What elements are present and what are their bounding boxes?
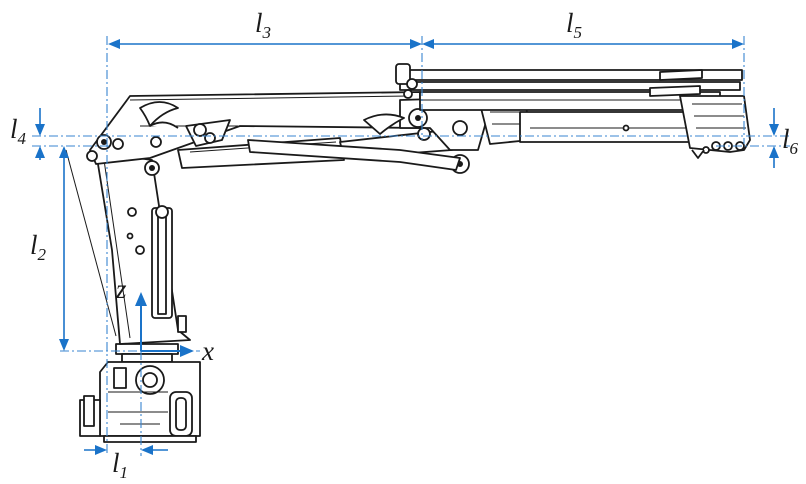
inner-boom xyxy=(86,91,421,176)
dimension-l1 xyxy=(84,445,168,455)
crane-base xyxy=(79,343,201,443)
z-axis-arrow xyxy=(135,292,147,306)
x-axis-arrow xyxy=(180,345,194,357)
dimension-l5 xyxy=(422,39,744,49)
label-l1: l1 xyxy=(112,448,128,482)
axis-label-z: z xyxy=(115,274,127,304)
label-l3: l3 xyxy=(255,8,271,42)
boom-tip xyxy=(679,95,751,159)
label-l5: l5 xyxy=(566,8,582,42)
dimension-l2 xyxy=(59,146,69,351)
axis-label-x: x xyxy=(201,336,214,366)
label-l2: l2 xyxy=(30,230,47,264)
label-l6: l6 xyxy=(782,124,799,158)
labels: z x l3 l5 l4 l6 l2 l1 xyxy=(10,8,799,482)
dimension-l6 xyxy=(769,108,779,168)
crane-drawing xyxy=(65,63,751,443)
boom-cylinder xyxy=(177,129,470,174)
label-l4: l4 xyxy=(10,114,27,148)
dimension-l3 xyxy=(108,39,422,49)
column-cylinder xyxy=(151,205,187,333)
dimension-l4 xyxy=(35,108,45,160)
dimension-lines xyxy=(32,36,790,456)
coordinate-axes xyxy=(135,292,194,357)
